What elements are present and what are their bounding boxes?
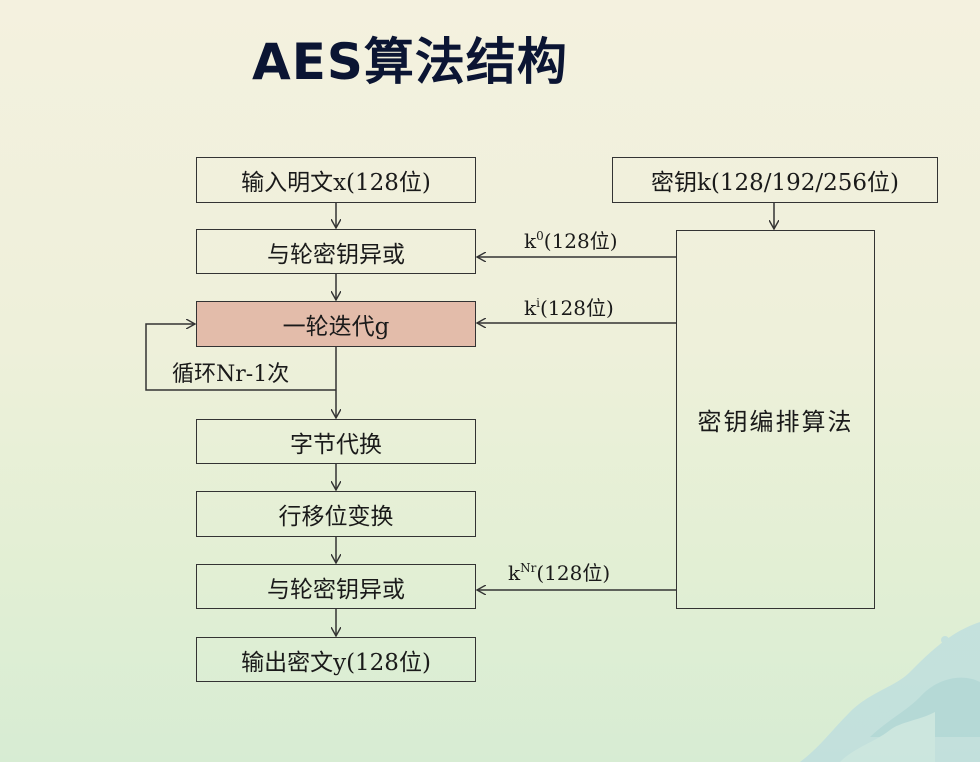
loop-back-arrow: [145, 324, 336, 391]
box-output-ciphertext: 输出密文y(128位): [196, 637, 476, 682]
box-key-schedule: 密钥编排算法: [676, 230, 875, 609]
box-round-iteration-g: 一轮迭代g: [196, 301, 476, 347]
box-xor-round-key-first: 与轮密钥异或: [196, 229, 476, 274]
box-input-plaintext: 输入明文x(128位): [196, 157, 476, 203]
box-key-input: 密钥k(128/192/256位): [612, 157, 938, 203]
box-shift-rows: 行移位变换: [196, 491, 476, 537]
loop-count-label: 循环Nr-1次: [172, 362, 290, 387]
coral-decoration-icon: [800, 622, 980, 762]
box-xor-round-key-last: 与轮密钥异或: [196, 564, 476, 609]
box-sub-bytes: 字节代换: [196, 419, 476, 464]
